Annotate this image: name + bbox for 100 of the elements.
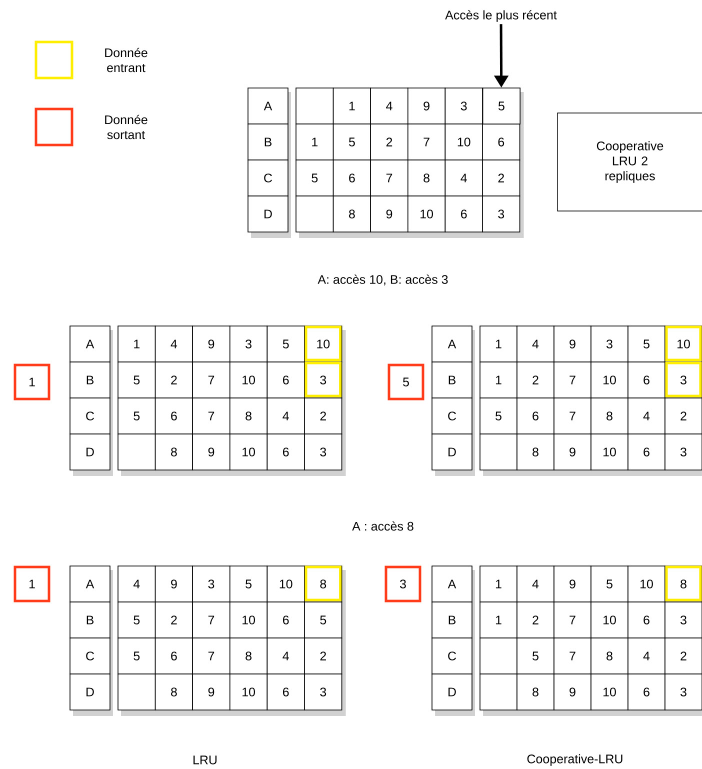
outgoing-value-box: 3	[384, 566, 422, 602]
table-cell: 1	[480, 602, 518, 638]
table-cell: 4	[266, 638, 305, 674]
caption-text: LRU	[194, 756, 217, 764]
table-cell: 3	[664, 602, 702, 638]
table-cell: 8	[408, 160, 446, 196]
table-cell: 8	[590, 398, 628, 434]
table-cell: 10	[590, 434, 628, 470]
table-cell: 6	[266, 602, 305, 638]
table-cell: D	[70, 434, 110, 470]
table-cell: 2	[304, 638, 342, 674]
table-cell: 6	[482, 124, 520, 160]
table-cell: 10	[230, 362, 268, 398]
table-cell: 2	[482, 160, 520, 196]
caption-text: A: accès 10, B: accès 3	[318, 274, 448, 286]
table-cell: D	[248, 196, 288, 232]
table-cell: 3	[304, 434, 342, 470]
table-cell: 10	[444, 124, 483, 160]
caption-text: Cooperative-LRU	[527, 754, 622, 766]
table-cell: D	[432, 434, 472, 470]
table-cell: 6	[628, 362, 666, 398]
table-cell: 9	[154, 566, 193, 602]
table-cell: 10	[590, 602, 628, 638]
table-cell: 3	[230, 326, 268, 362]
table-cell: 7	[554, 602, 592, 638]
table-cell: 9	[554, 674, 592, 710]
table-cell: 10	[590, 362, 628, 398]
table-cell: B	[70, 362, 110, 398]
table-cell: 5	[118, 362, 156, 398]
table-cell: 10	[590, 674, 628, 710]
table-cell: 10	[230, 674, 268, 710]
table-cell: 9	[554, 434, 592, 470]
table-cell: 2	[154, 362, 193, 398]
table-cell: 6	[444, 196, 483, 232]
table-cell: 10	[230, 602, 268, 638]
table-cell: 9	[408, 88, 446, 124]
table-cell: 8	[516, 434, 554, 470]
table-cell: 1	[480, 566, 518, 602]
table-cell: 10	[408, 196, 446, 232]
table-cell: 8	[516, 674, 554, 710]
table-cell: A	[70, 566, 110, 602]
table-cell: 6	[516, 398, 554, 434]
legend-label: Donnée entrant	[105, 48, 148, 72]
table-cell: 9	[192, 434, 230, 470]
table-cell: 7	[192, 398, 230, 434]
outgoing-value-box: 1	[14, 566, 50, 602]
table-cell: 7	[370, 160, 408, 196]
table-cell: 5	[266, 326, 305, 362]
table-cell: 5	[118, 398, 156, 434]
table-cell: 9	[192, 326, 230, 362]
table-cell: C	[432, 638, 472, 674]
table-cell: 2	[304, 398, 342, 434]
table-cell: 10	[266, 566, 305, 602]
table-cell: A	[248, 88, 288, 124]
table-cell: 8	[332, 196, 371, 232]
table-cell: 6	[266, 434, 305, 470]
table-cell: 3	[664, 434, 702, 470]
table-cell: 5	[296, 160, 334, 196]
outgoing-value-box: 1	[14, 364, 50, 400]
table-cell: 6	[266, 362, 305, 398]
table-cell: 5	[628, 326, 666, 362]
table-cell: 4	[154, 326, 193, 362]
table-cell: A	[432, 566, 472, 602]
table-cell: 2	[664, 398, 702, 434]
table-cell: 4	[516, 566, 554, 602]
table-cell: 2	[516, 362, 554, 398]
table-cell: 4	[628, 398, 666, 434]
table-cell: 2	[154, 602, 193, 638]
table-cell: 5	[482, 88, 520, 124]
table-cell: 5	[480, 398, 518, 434]
table-cell: 9	[554, 566, 592, 602]
table-cell: A	[432, 326, 472, 362]
caption-text: A : accès 8	[352, 521, 414, 531]
table-cell: A	[70, 326, 110, 362]
table-cell: 5	[230, 566, 268, 602]
table-cell: 7	[554, 362, 592, 398]
table-cell: 1	[296, 124, 334, 160]
table-cell: 4	[370, 88, 408, 124]
table-cell: 6	[154, 638, 193, 674]
table-cell: 7	[554, 638, 592, 674]
legend-label: Donnée sortant	[105, 114, 148, 140]
table-cell: 8	[154, 674, 193, 710]
table-cell: 6	[628, 602, 666, 638]
table-cell: 1	[480, 362, 518, 398]
table-cell: 7	[192, 362, 230, 398]
table-cell: B	[248, 124, 288, 160]
annotation-text: Accès le plus récent	[445, 10, 557, 22]
table-cell: 3	[590, 326, 628, 362]
table-cell: 4	[516, 326, 554, 362]
table-cell: B	[432, 602, 472, 638]
table-cell: 4	[444, 160, 483, 196]
table-cell: 7	[192, 602, 230, 638]
table-cell: 2	[664, 638, 702, 674]
table-cell: 1	[480, 326, 518, 362]
table-cell: 3	[304, 674, 342, 710]
table-cell: 5	[590, 566, 628, 602]
table-cell: 9	[192, 674, 230, 710]
table-cell: 3	[444, 88, 483, 124]
table-cell: 10	[628, 566, 666, 602]
outgoing-value-box: 5	[388, 364, 424, 400]
